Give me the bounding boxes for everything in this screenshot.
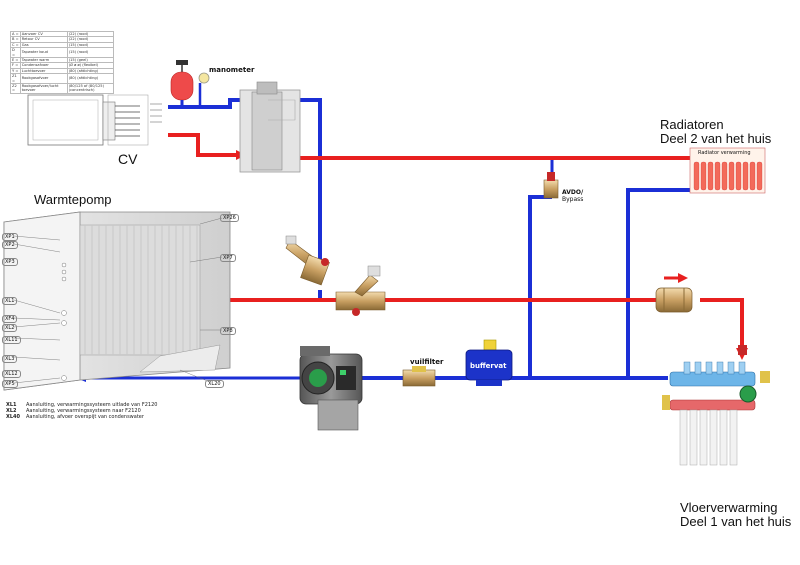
legend-row: Z1 =Rookgasafvoer(80) (afdichting)	[10, 73, 115, 85]
avdo-label-1: AVDO/	[562, 189, 584, 196]
connection-notes: XL1 Aansluiting, verwarmingssysteem uitla…	[6, 402, 157, 420]
radiator	[689, 147, 766, 194]
legend-row: D =Tapwater koud(15) (rood)	[10, 47, 115, 59]
legend-cell: (80/125 of (80/125) (concentrisch)	[66, 83, 115, 94]
callout-label: XP7	[220, 254, 236, 262]
note-row: XL2 Aansluiting, verwarmingssysteem naar …	[6, 408, 157, 414]
manometer-gauge	[198, 72, 210, 107]
legend-row: F =Condensafvoer(Ø ø ø) (flexibel)	[10, 62, 115, 69]
callout-label: XL20	[205, 380, 224, 388]
radiator-small-label: Radiator verwarming	[698, 150, 751, 156]
legend-row: Z2 =Rookgasafvoer/lucht toevoer(80/125 o…	[10, 83, 115, 94]
manometer-label: manometer	[209, 66, 255, 74]
radiatoren-label-2: Deel 2 van het huis	[660, 131, 772, 146]
legend-cell: (15) (rood)	[66, 47, 115, 59]
legend-cell: (Ø ø ø) (flexibel)	[66, 62, 115, 69]
callout-label: XP5	[2, 380, 18, 388]
heat-pump-unit	[3, 211, 231, 391]
note-key: XL1	[6, 402, 17, 408]
callout-label: XL2	[2, 324, 18, 332]
legend-row: C =Gas(15) (rood)	[10, 41, 115, 49]
note-text: Aansluiting, afvoer overspijt van conden…	[26, 414, 144, 420]
legend-cell: Tapwater koud	[19, 47, 68, 59]
callout-label: XL3	[2, 355, 18, 363]
avdo-bypass-valve	[543, 160, 559, 199]
legend-cell: (80) (afdichting)	[66, 67, 115, 75]
note-row: XL40 Aansluiting, afvoer overspijt van co…	[6, 414, 157, 420]
callout-label: XF4	[2, 315, 18, 323]
note-key: XL40	[6, 414, 20, 420]
callout-label: XP26	[220, 214, 239, 222]
cv-legend-table: A =Aanvoer CV(22) (rood)B =Retour CV(22)…	[10, 30, 115, 94]
vloer-label-2: Deel 1 van het huis	[680, 514, 792, 529]
callout-label: XP8	[220, 327, 236, 335]
legend-cell: Z2 =	[10, 83, 21, 94]
vloer-label-1: Vloerverwarming	[680, 500, 778, 515]
warmtepomp-label: Warmtepomp	[34, 192, 112, 207]
check-valve	[655, 287, 693, 313]
cv-label: CV	[118, 151, 138, 167]
legend-cell: (80) (afdichting)	[66, 73, 115, 85]
buffer-tank	[465, 339, 513, 386]
dirt-strainer-valve	[285, 235, 330, 286]
vuilfilter-label: vuilfilter	[410, 358, 444, 366]
callout-label: XP2	[2, 241, 18, 249]
hydraulic-separator	[239, 81, 301, 173]
callout-label: XL12	[2, 370, 21, 378]
legend-row: Y =Luchttoevoer(80) (afdichting)	[10, 67, 115, 75]
callout-label: XL11	[2, 336, 21, 344]
regulating-valve	[335, 265, 386, 316]
callout-label: XP1	[2, 233, 18, 241]
legend-cell: Z1 =	[10, 73, 21, 85]
buffervat-label: buffervat	[470, 362, 507, 370]
dirt-filter	[402, 366, 436, 387]
legend-cell: Rookgasafvoer	[19, 73, 68, 85]
legend-cell: Rookgasafvoer/lucht toevoer	[19, 83, 68, 94]
expansion-vessel	[170, 60, 194, 107]
note-text: Aansluiting, verwarmingssysteem naar F21…	[26, 408, 141, 414]
legend-cell: D =	[10, 47, 21, 59]
callout-label: XP3	[2, 258, 18, 266]
callout-label: XL1	[2, 297, 18, 305]
radiatoren-label-1: Radiatoren	[660, 117, 724, 132]
callout-lines	[13, 217, 223, 384]
avdo-label-2: Bypass	[562, 196, 584, 203]
legend-cell: (15) (rood)	[66, 41, 115, 49]
note-text: Aansluiting, verwarmingssysteem uitlade …	[26, 402, 158, 408]
note-key: XL2	[6, 408, 17, 414]
note-row: XL1 Aansluiting, verwarmingssysteem uitla…	[6, 402, 157, 408]
floor-manifold	[662, 345, 770, 466]
circulation-pump	[299, 346, 363, 431]
cv-boiler	[27, 94, 162, 146]
